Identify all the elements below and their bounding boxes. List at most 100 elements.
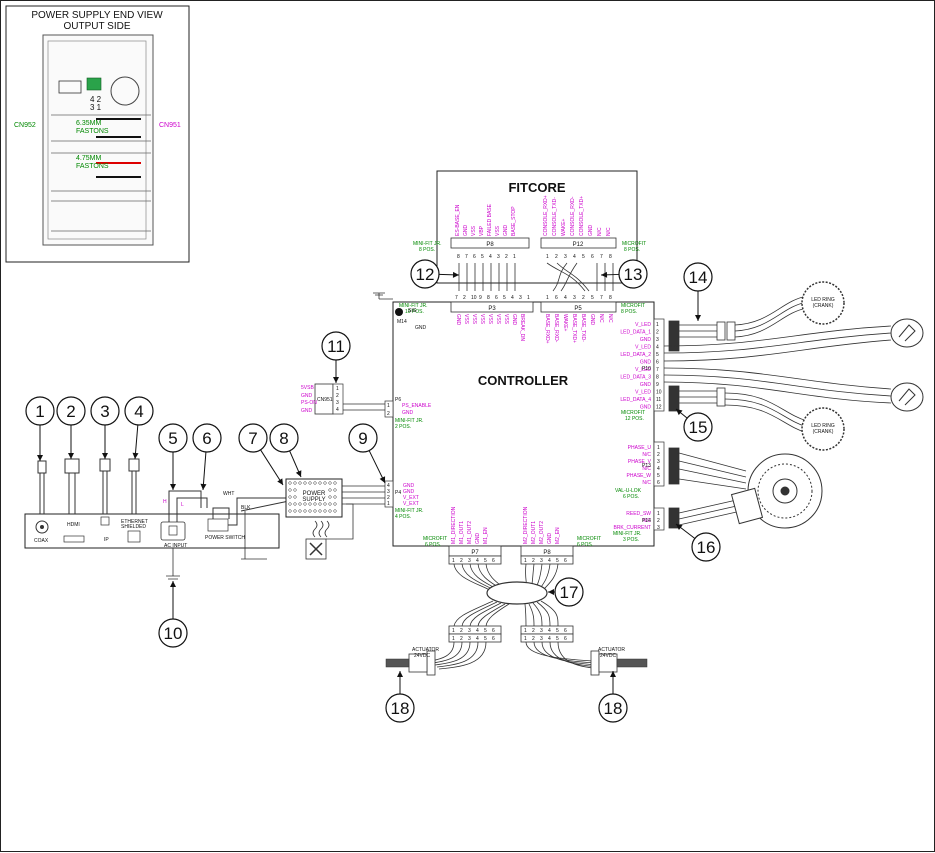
svg-text:3: 3: [387, 489, 390, 495]
fitcore-p8-pin: 3: [497, 254, 500, 260]
psu-pin: [328, 481, 332, 485]
psu-pin: [323, 509, 327, 513]
controller-p13-pin: 3: [657, 459, 660, 465]
controller-p4-sig-1: GND: [403, 489, 415, 495]
inset-title-2: OUTPUT SIDE: [63, 21, 130, 32]
fitcore-p8-signal: VSS: [471, 225, 477, 236]
psu-pin: [298, 509, 302, 513]
callout-circle: [158, 423, 188, 453]
harness-pin: 2: [532, 636, 535, 642]
callout-number: 12: [416, 265, 435, 284]
power-supply-unit: POWER SUPPLY: [285, 478, 385, 560]
psu-pin: [308, 509, 312, 513]
controller-p5-pin: 1: [546, 295, 549, 301]
harness-pin: 1: [452, 628, 455, 634]
psu-pin: [288, 488, 292, 492]
psu-pin: [288, 509, 292, 513]
chassis-ground-2-icon: [241, 511, 267, 560]
controller-p5-signal: BASE_TXD-: [580, 314, 586, 342]
fitcore-p12-signal: N/C: [606, 227, 612, 236]
callout-number: 7: [248, 429, 257, 448]
controller-p13-signal: PHASE_W: [627, 473, 652, 479]
controller-p10-pin: 6: [656, 360, 659, 366]
controller-p6-label: P6: [395, 397, 401, 403]
callout-number: 4: [134, 402, 143, 421]
controller-p3-signal: VSS: [487, 314, 493, 325]
callout-number: 18: [604, 699, 623, 718]
inset-pin-bottom: 3 1: [90, 103, 102, 112]
svg-text:2: 2: [387, 411, 390, 417]
m14-gnd: GND: [415, 325, 427, 331]
controller-p13-pin: 5: [657, 473, 660, 479]
fitcore-p12-signal: CONSOLE_TXD-: [552, 197, 558, 236]
controller-p7-signal: M1_EN: [483, 527, 489, 544]
controller-p10-signal: V_LED: [635, 390, 651, 396]
controller-p10-signal: GND: [640, 337, 652, 343]
psu-pin: [293, 488, 297, 492]
callout-circle: [348, 423, 378, 453]
motor-icon: [730, 453, 823, 529]
psu-pin: [313, 502, 317, 506]
callout-arrowhead: [170, 484, 176, 490]
bottom-harness: [430, 555, 602, 670]
fitcore-p12-pin: 6: [591, 254, 594, 260]
controller-p13-pin: 6: [657, 480, 660, 486]
controller-p5-pin: 4: [564, 295, 567, 301]
harness-pin: 5: [556, 636, 559, 642]
controller-p5-signal: N/C: [607, 314, 613, 323]
controller-p5-signals: BASE_RXD+BASE_RXD-WAKE+BASE_TXD+BASE_TXD…: [544, 314, 613, 344]
controller-p3-signal: GND: [455, 314, 461, 326]
controller-p8b-signal: M2_DIRECTION: [523, 506, 529, 544]
controller-p10-conn-b: 12 POS.: [625, 416, 644, 422]
controller-p3-signal: GND: [511, 314, 517, 326]
callout-number: 8: [279, 429, 288, 448]
controller-p8b-label: P8: [543, 550, 551, 556]
controller-p10-label: P10: [642, 366, 651, 372]
harness-pin: 6: [564, 558, 567, 564]
hdmi-label: HDMI: [67, 522, 80, 528]
harness-pin: 6: [564, 628, 567, 634]
controller-p5-signal: N/C: [598, 314, 604, 323]
controller-p5-signal: GND: [589, 314, 595, 326]
controller-p3-pin: 3: [519, 295, 522, 301]
controller-p7-signal: M1_OUT2: [467, 521, 473, 544]
callout-arrowhead: [397, 671, 403, 677]
controller-p10-pin: 10: [656, 390, 662, 396]
callout-circle: [410, 259, 440, 289]
controller-p14-signal: N/C: [642, 518, 651, 524]
fitcore-p8-signal: BASE_STOP: [511, 206, 517, 236]
psu-pin: [323, 481, 327, 485]
controller-p13-label: P13: [642, 463, 651, 469]
fitcore-p8-label: P8: [486, 242, 494, 248]
fitcore-p12-conn-a: MICROFIT: [622, 241, 646, 247]
controller-p13-conn-a: VAL-U-LOK: [615, 488, 642, 494]
controller-p3-signal: VSS: [479, 314, 485, 325]
controller-p7-label: P7: [471, 550, 479, 556]
controller-p13-signal: PHASE_U: [628, 445, 652, 451]
psu-pin: [293, 495, 297, 499]
callout-number: 3: [100, 402, 109, 421]
controller-p5-pin: 3: [573, 295, 576, 301]
psu-pin: [333, 488, 337, 492]
actuator-right-a: ACTUATOR: [598, 647, 625, 653]
controller-p10-signal: LED_DATA_4: [620, 397, 651, 403]
harness-pin: 6: [492, 558, 495, 564]
blk-label: BLK: [241, 505, 251, 511]
controller-p5-pin: 2: [582, 295, 585, 301]
controller-p14-conn-b: 3 POS.: [623, 537, 639, 543]
controller-p10-pin: 3: [656, 337, 659, 343]
controller-p3-label: P3: [488, 306, 496, 312]
fitcore-p8-signal: GND: [463, 225, 469, 237]
callout-circle: [618, 259, 648, 289]
inset-power-supply-end-view: POWER SUPPLY END VIEW OUTPUT SIDE 4 2 3 …: [5, 5, 190, 263]
inset-fastons-475-a: 4.75MM: [76, 155, 101, 162]
callout-circle: [192, 423, 222, 453]
controller-title: CONTROLLER: [478, 373, 569, 388]
callout-circle: [238, 423, 268, 453]
psu-line1: POWER: [303, 491, 326, 497]
ac-input-label: AC INPUT: [164, 543, 187, 549]
callout-arrowhead: [277, 478, 283, 485]
fitcore-controller-harness: [458, 262, 614, 292]
